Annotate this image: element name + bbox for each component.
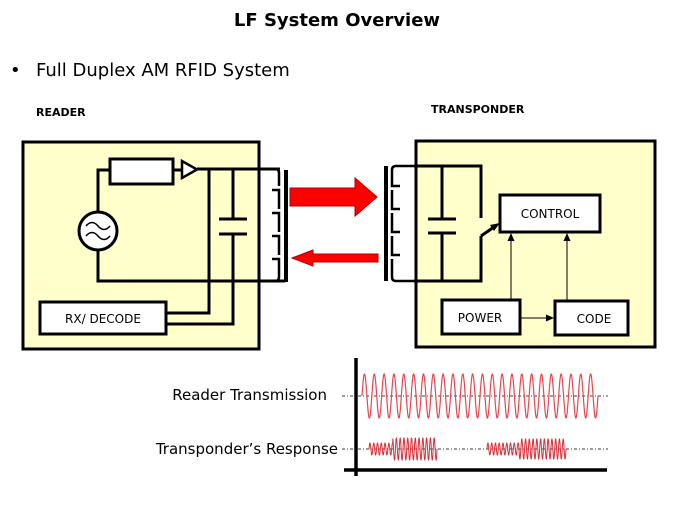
amplifier-icon (180, 158, 200, 181)
power-to-control-arrow (507, 233, 515, 299)
response-burst-1 (368, 437, 438, 461)
forward-arrow-icon (289, 176, 378, 218)
transponder-coil-icon (384, 164, 415, 283)
power-to-code-arrow (521, 314, 554, 322)
page-title: LF System Overview (233, 10, 441, 31)
control-block (498, 193, 602, 234)
reader-coil-icon (259, 167, 288, 283)
transponder-capacitor-icon (428, 166, 456, 281)
bullet-symbol: • (10, 60, 21, 81)
bullet-text: Full Duplex AM RFID System (36, 60, 290, 81)
reader-transmission-wave (361, 373, 599, 419)
response-burst-2 (486, 438, 567, 460)
reader-transmission-label: Reader Transmission (172, 386, 327, 404)
reader-block: RX/ DECODE (21, 140, 288, 351)
bullet-item: • Full Duplex AM RFID System (10, 60, 290, 81)
driver-resistor (108, 157, 175, 186)
switch-icon (480, 223, 500, 238)
code-to-control-arrow (563, 233, 571, 300)
power-label: POWER (458, 311, 502, 325)
transponder-response-label: Transponder’s Response (155, 440, 338, 458)
code-label: CODE (577, 312, 612, 326)
transponder-block: CONTROL POWER CODE (384, 139, 657, 349)
power-block (440, 298, 522, 336)
backward-arrow-icon (290, 249, 379, 267)
reader-capacitor-icon (166, 169, 247, 326)
oscillator-icon (77, 168, 285, 283)
waveform-plot (342, 358, 608, 476)
reader-label: READER (36, 106, 86, 119)
transponder-label: TRANSPONDER (431, 103, 525, 116)
rx-decode-label: RX/ DECODE (65, 312, 141, 326)
rx-decode-block (38, 300, 168, 336)
control-label: CONTROL (521, 207, 580, 221)
code-block (553, 299, 630, 337)
